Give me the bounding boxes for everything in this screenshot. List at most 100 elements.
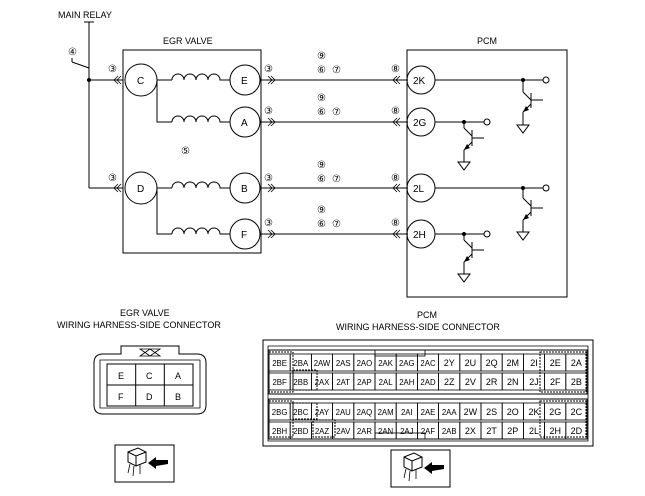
pcm-pin-label: 2M [507,358,520,368]
egr-term-a: A [241,118,248,129]
pcm-pin-label: 2C [571,407,583,417]
circled-4: ④ [68,47,77,58]
circled-3: ③ [264,64,273,75]
egr-pin: D [146,392,153,402]
egr-connector-subtitle: WIRING HARNESS-SIDE CONNECTOR [57,320,221,330]
pcm-pin-label: 2B [571,377,582,387]
pcm-pin-label: 2AU [336,408,352,417]
pcm-pin-label: 2U [465,358,477,368]
pcm-pin-label: 2V [465,377,476,387]
egr-connector: E C A F D B [93,345,207,415]
pcm-title: PCM [477,36,497,46]
connector-view-icon [390,449,451,488]
egr-pin: B [175,392,181,402]
egr-term-d: D [137,184,144,195]
pcm-pin-label: 2E [550,358,561,368]
circled-9: ⑨ [317,93,326,104]
pcm-connector-subtitle: WIRING HARNESS-SIDE CONNECTOR [336,322,500,332]
pcm-pin-label: 2R [486,377,498,387]
pcm-pin-label: 2X [465,426,476,436]
pcm-pin-cell [565,402,588,421]
pcm-pin-label: 2BB [293,378,308,387]
pcm-pin-cell [565,421,588,440]
connector-view-icon [114,444,175,483]
pcm-pin-label: 2K [528,407,539,417]
pcm-pin-label: 2AE [421,408,436,417]
pcm-pin-label: 2AZ [315,427,330,436]
pcm-pin-label: 2O [507,407,519,417]
pcm-pin-cell [565,372,588,391]
pcm-pin-label: 2AX [315,378,331,387]
pcm-pin-label: 2AI [401,408,413,417]
circled-8: ⑧ [391,64,400,75]
pcm-pin-label: 2H [549,426,561,436]
circled-8: ⑧ [391,173,400,184]
driver-2g [435,118,491,171]
circled-3: ③ [108,173,117,184]
circled-8: ⑧ [391,106,400,117]
pcm-pin-label: 2AA [442,408,458,417]
pcm-pin-label: 2AV [336,427,351,436]
pcm-pin-label: 2AD [420,378,436,387]
circled-5: ⑤ [181,146,190,157]
circled-9: ⑨ [317,51,326,62]
pcm-term-2l: 2L [413,184,425,195]
egr-pin: C [146,371,153,381]
circled-9: ⑨ [317,160,326,171]
circled-8: ⑧ [391,218,400,229]
egr-term-c: C [137,76,144,87]
pcm-pin-label: 2AQ [357,408,373,417]
egr-valve-box [122,49,262,254]
driver-2l [435,184,550,241]
pcm-pin-label: 2AW [314,359,331,368]
circled-7: ⑦ [332,174,341,185]
pcm-pin-label: 2AH [399,378,414,387]
pcm-pin-label: 2AM [378,408,394,417]
pcm-pin-label: 2AB [442,427,457,436]
pcm-term-2h: 2H [413,230,426,241]
pcm-pin-label: 2AS [336,359,351,368]
pcm-pin-label: 2AN [378,427,393,436]
pcm-pin-label: 2AG [399,359,415,368]
pcm-pin-label: 2BA [293,359,309,368]
egr-term-f: F [241,230,247,241]
pcm-pin-label: 2AR [357,427,373,436]
pcm-pin-label: 2W [464,407,478,417]
pcm-pin-label: 2AY [315,408,330,417]
circled-3: ③ [108,64,117,75]
circled-6: ⑥ [317,219,326,230]
circled-9: ⑨ [317,205,326,216]
circled-7: ⑦ [332,65,341,76]
pcm-pin-label: 2L [529,426,539,436]
pcm-pin-label: 2F [550,377,561,387]
egr-connector-title: EGR VALVE [120,308,170,318]
pcm-pin-label: 2BH [272,427,287,436]
pcm-pin-label: 2G [549,407,561,417]
pcm-pin-label: 2AT [336,378,350,387]
pcm-box [406,49,568,298]
pcm-pin-label: 2BF [272,378,287,387]
pcm-pin-label: 2S [486,407,497,417]
circled-7: ⑦ [332,219,341,230]
pcm-pin-label: 2T [486,426,497,436]
pcm-pin-label: 2Z [444,377,455,387]
egr-term-e: E [241,76,248,87]
egr-pin: A [175,371,181,381]
pcm-pin-label: 2N [507,377,519,387]
circled-6: ⑥ [317,174,326,185]
main-relay-label: MAIN RELAY [58,10,112,20]
pcm-pin-label: 2AF [421,427,436,436]
egr-term-b: B [241,184,248,195]
circled-3: ③ [264,173,273,184]
pcm-pin-label: 2J [529,377,539,387]
egr-valve-title: EGR VALVE [163,36,213,46]
circled-7: ⑦ [332,107,341,118]
circled-6: ⑥ [317,107,326,118]
pcm-pin-label: 2AP [357,378,372,387]
circled-3: ③ [264,106,273,117]
pcm-connector-title: PCM [417,310,437,320]
pcm-pin-label: 2P [507,426,518,436]
